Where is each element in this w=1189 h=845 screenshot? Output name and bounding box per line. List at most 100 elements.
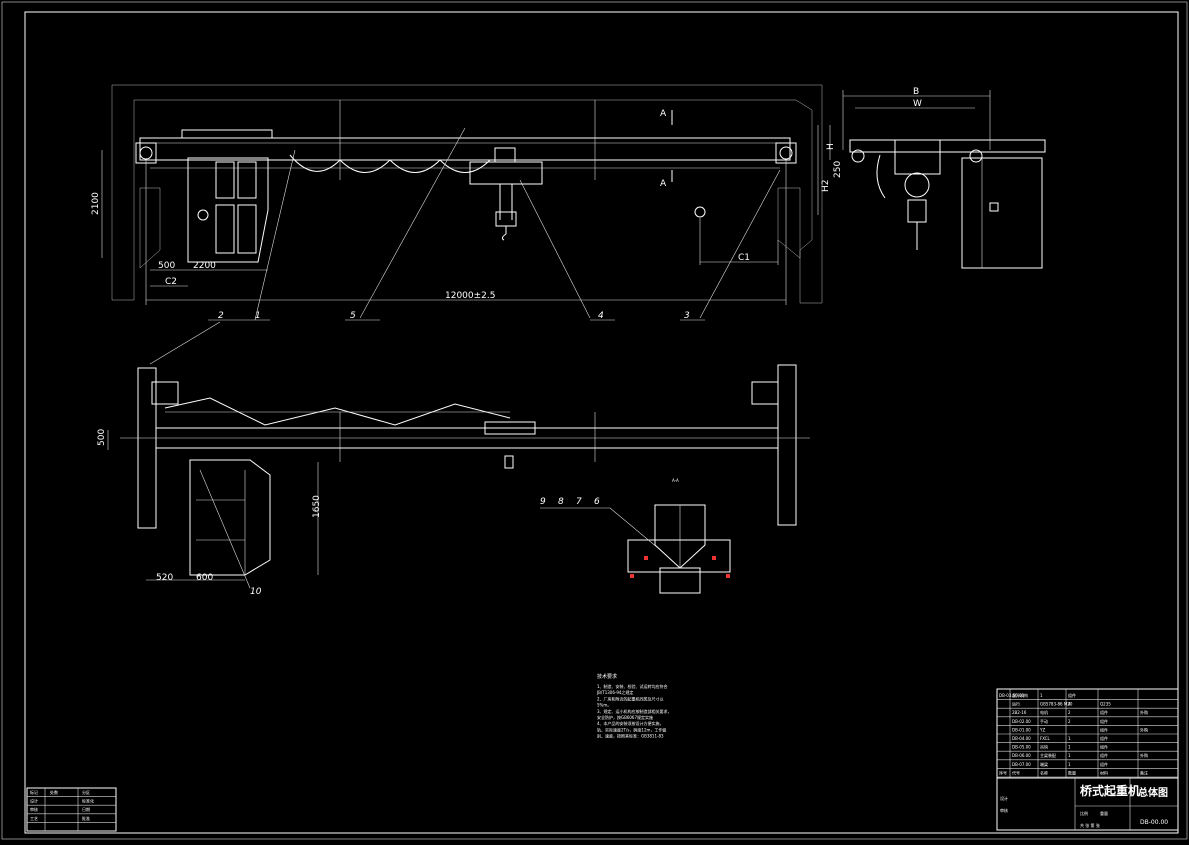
section-bolt-3: [630, 574, 634, 578]
cab-window-4: [237, 204, 257, 254]
side-girder: [849, 139, 1046, 153]
title-block-cell: FXCL: [1040, 736, 1051, 741]
dim-c2: C2: [165, 277, 177, 287]
side-hook-block: [907, 199, 927, 223]
leader-5: [359, 127, 466, 319]
revision-cell: 处数: [50, 789, 58, 795]
hoist-motor: [494, 147, 516, 163]
inner-frame: [24, 11, 1179, 834]
cab-centre-mark: [197, 209, 209, 221]
title-block-cell: 1: [1068, 753, 1071, 758]
truss-wave: [289, 154, 491, 173]
leader-3: [699, 169, 781, 319]
technical-notes: 技术要求 1、制造、安装、检验、试运转均应符合JB/T1306-94之规定2、厂…: [596, 673, 672, 739]
label-weight: 重量: [1100, 810, 1108, 816]
dim-w: W: [913, 99, 922, 109]
side-cab-knob: [989, 202, 999, 212]
title-block-cell: 端梁: [1040, 761, 1048, 767]
leader-4: [519, 179, 591, 319]
plan-right-drive-motor: [751, 381, 779, 405]
dim-500-side: 500: [97, 429, 107, 446]
title-block-cell: 电机: [1040, 709, 1048, 715]
notes-line: 轨、实际速度2T/s，跨度12m，工作级: [597, 726, 666, 732]
plan-left-end-beam: [137, 367, 157, 529]
title-block-cell: 组件: [1100, 761, 1108, 767]
leader-2: [149, 321, 221, 365]
section-a-a-view: A-A 9 8 7 6: [540, 478, 731, 594]
title-block-cell: 手动: [1040, 718, 1048, 724]
operator-cab: [187, 157, 269, 263]
section-a-a-label: A-A: [672, 478, 679, 483]
revision-cell: 审核: [30, 806, 38, 812]
revision-cell: 标准化: [82, 798, 94, 804]
title-block-cell: 代号: [1012, 769, 1020, 775]
plan-trolley: [484, 421, 536, 435]
title-block-cell: 组件: [1100, 726, 1108, 732]
title-block-cell: 外购: [1140, 726, 1148, 732]
drawing-title: 桥式起重机: [1080, 783, 1140, 798]
title-block-cell: 2: [1068, 710, 1071, 715]
section-bolt-1: [644, 556, 648, 560]
cab-window-2: [237, 161, 257, 199]
side-view: B W: [842, 87, 1046, 269]
dim-250: 250: [833, 161, 843, 178]
title-block-cell: 数量: [1068, 769, 1076, 775]
balloon-3: 3: [684, 311, 690, 321]
balloon-7: 7: [576, 497, 582, 507]
plan-hook-mark: [504, 455, 514, 469]
label-check: 审核: [1000, 807, 1008, 813]
leader-1: [254, 149, 296, 321]
left-corbel: [139, 187, 161, 269]
section-bolt-4: [726, 574, 730, 578]
walkway-rail: [181, 129, 273, 139]
title-block-cell: GB5783-86 M20: [1040, 702, 1073, 707]
height-dimension: 2100: [91, 192, 101, 215]
balloon-1: 1: [255, 311, 261, 321]
section-girder-box: [654, 504, 706, 569]
section-leader: [609, 507, 659, 549]
label-design: 设计: [1000, 795, 1008, 801]
dim-1650: 1650: [312, 495, 322, 518]
plan-view: 500 1650 520 600 10: [97, 321, 810, 597]
title-block-cell: DB-02.00: [1012, 719, 1031, 724]
left-wheel-icon: [139, 146, 153, 160]
title-block-cell: DB-07.00: [1012, 762, 1031, 767]
section-rail-plate: [627, 539, 731, 573]
revision-table-frame: [26, 787, 117, 832]
title-block-cell: 组件: [1068, 692, 1076, 698]
title-block-cell: 组件: [1100, 709, 1108, 715]
notes-lines: 1、制造、安装、检验、试运转均应符合JB/T1306-94之规定2、厂房和附近的…: [596, 683, 672, 739]
title-block-cell: 备注: [1140, 769, 1148, 775]
title-block-cell: DB-03.00.00: [999, 693, 1025, 698]
dim-600: 600: [196, 573, 213, 583]
title-block-cell: 1: [1068, 736, 1071, 741]
revision-table-rows: 标记处数分区设计标准化审核日期工艺批准: [27, 788, 116, 832]
revision-table: 标记处数分区设计标准化审核日期工艺批准: [26, 787, 117, 832]
balloon-4: 4: [598, 311, 604, 321]
main-girder: [139, 137, 791, 161]
notes-line: 1、制造、安装、检验、试运转均应符合: [597, 683, 668, 689]
revision-cell: 日期: [82, 806, 90, 812]
title-block-cell: 运行: [1012, 701, 1020, 707]
balloon-9: 9: [540, 497, 546, 507]
plan-cab: [189, 459, 271, 576]
side-wheel-left-icon: [851, 149, 865, 163]
span-dimension: 12000±2.5: [445, 291, 495, 301]
title-block-cell: DB-06.00: [1012, 753, 1031, 758]
label-sheets: 共 张 第 张: [1080, 822, 1100, 828]
right-wheel-icon: [779, 146, 793, 160]
balloon-8: 8: [558, 497, 564, 507]
notes-line: 3、规定、运小机构应按制造部相关要求，: [597, 708, 672, 714]
notes-line: 2、厂房和附近的起重机同类及尺寸以: [597, 695, 664, 701]
balloon-10: 10: [250, 587, 262, 597]
revision-cell: 标记: [30, 789, 38, 795]
hook-icon: [501, 226, 507, 241]
title-block-cell: 外购: [1140, 752, 1148, 758]
dim-h: H: [826, 143, 836, 150]
plan-right-end-beam: [777, 364, 797, 526]
